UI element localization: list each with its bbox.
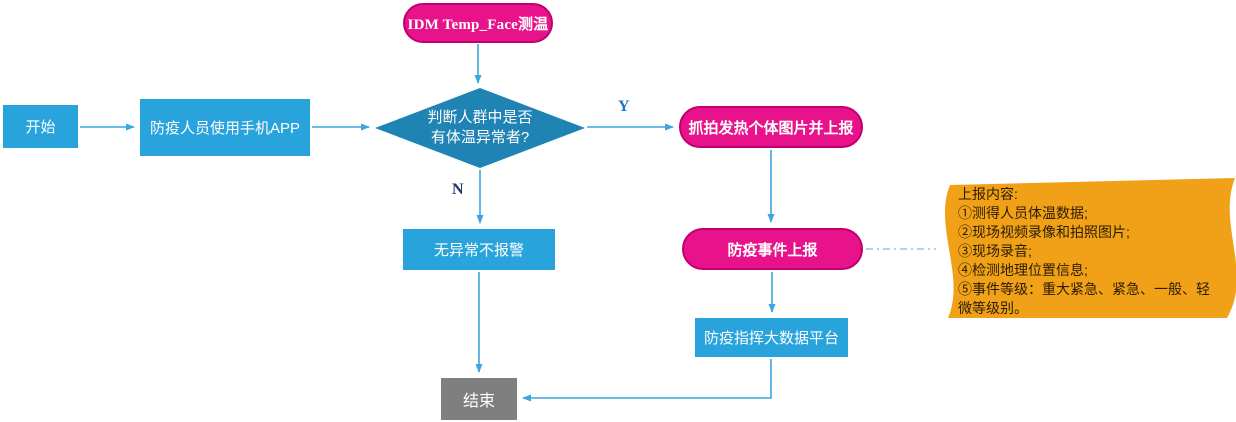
edge-label-yes: Y bbox=[618, 98, 630, 115]
callout-item-5: ⑤事件等级：重大紧急、紧急、一般、轻微等级别。 bbox=[958, 281, 1210, 316]
decision-line1: 判断人群中是否 bbox=[427, 109, 533, 126]
callout-item-2: ②现场视频录像和拍照图片; bbox=[958, 224, 1130, 240]
node-use-mobile-app: 防疫人员使用手机APP bbox=[140, 99, 310, 156]
node-end-label: 结束 bbox=[462, 393, 495, 410]
node-start-label: 开始 bbox=[25, 119, 56, 136]
node-idm-label: IDM Temp_Face测温 bbox=[407, 16, 549, 33]
node-decision-label: 判断人群中是否 有体温异常者? bbox=[427, 108, 532, 148]
node-start: 开始 bbox=[3, 105, 78, 148]
decision-line2: 有体温异常者? bbox=[430, 129, 530, 146]
node-event-report-label: 防疫事件上报 bbox=[727, 241, 818, 259]
callout-report-content: 上报内容: ①测得人员体温数据; ②现场视频录像和拍照图片; ③现场录音; ④检… bbox=[938, 178, 1236, 318]
callout-item-3: ③现场录音; bbox=[958, 243, 1032, 259]
node-end: 结束 bbox=[441, 378, 517, 420]
callout-item-1: ①测得人员体温数据; bbox=[958, 205, 1088, 221]
callout-wave-shape bbox=[944, 178, 1236, 318]
callout-item-4: ④检测地理位置信息; bbox=[958, 262, 1088, 278]
node-idm-temp-face: IDM Temp_Face测温 bbox=[403, 3, 553, 43]
node-event-report: 防疫事件上报 bbox=[682, 228, 863, 270]
edge-label-no: N bbox=[452, 181, 464, 198]
node-no-alarm-label: 无异常不报警 bbox=[433, 242, 524, 259]
node-capture-upload: 抓拍发热个体图片并上报 bbox=[679, 106, 863, 148]
node-no-alarm: 无异常不报警 bbox=[403, 229, 555, 270]
callout-text: 上报内容: ①测得人员体温数据; ②现场视频录像和拍照图片; ③现场录音; ④检… bbox=[958, 185, 1210, 318]
node-bigdata-platform-label: 防疫指挥大数据平台 bbox=[703, 330, 839, 347]
node-bigdata-platform: 防疫指挥大数据平台 bbox=[695, 318, 848, 357]
callout-title: 上报内容: bbox=[958, 186, 1018, 202]
node-use-mobile-app-label: 防疫人员使用手机APP bbox=[149, 120, 300, 137]
node-capture-upload-label: 抓拍发热个体图片并上报 bbox=[688, 119, 854, 137]
